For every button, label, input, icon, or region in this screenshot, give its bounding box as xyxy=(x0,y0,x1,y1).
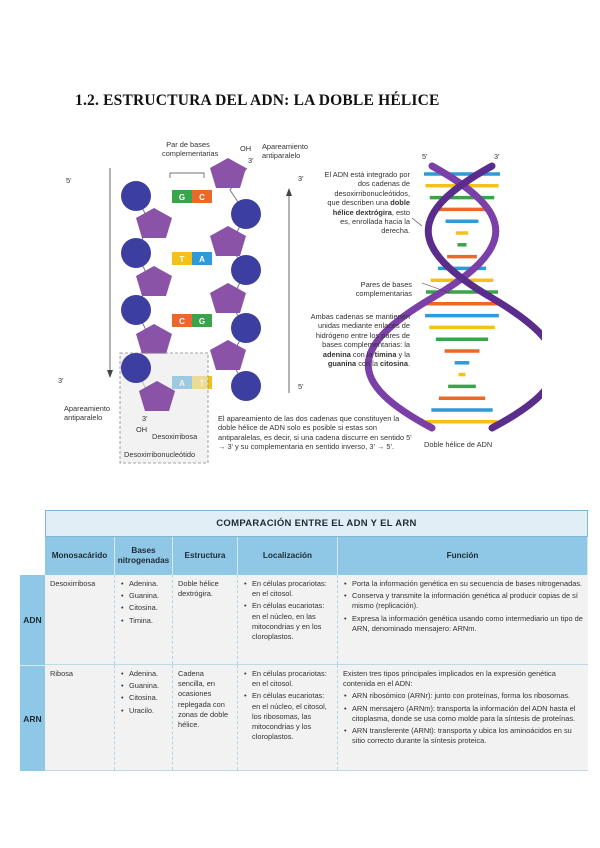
base-letter: G xyxy=(179,193,185,202)
label-pares-bases: Pares de bases complementarias xyxy=(355,280,412,299)
phosphate-left-3 xyxy=(121,295,151,325)
label-3-top: 3' xyxy=(248,156,254,165)
double-helix-illustration xyxy=(364,162,542,432)
cell-localizacion: En células procariotas: en el citosol. E… xyxy=(238,665,338,770)
sugar-right-2 xyxy=(210,226,246,256)
label-3-bottom: 3' xyxy=(142,414,148,423)
sugar-left-3 xyxy=(136,324,172,354)
label-helix-3: 3' xyxy=(494,152,500,161)
list-item: En células procariotas: en el citosol. xyxy=(243,579,332,599)
cell-funcion: Existen tres tipos principales implicado… xyxy=(338,665,588,770)
col-monosacarido: Monosacárido xyxy=(45,537,115,575)
list-item: Citosina. xyxy=(120,693,167,703)
cell-bases: Adenina. Guanina. Citosina. Uracilo. xyxy=(115,665,173,770)
dna-diagram: GCTACGAT xyxy=(107,158,542,464)
base-right xyxy=(192,252,212,265)
sugar-left-1 xyxy=(136,208,172,238)
label-5-right-bottom: 5' xyxy=(298,382,304,391)
base-letter: G xyxy=(199,317,205,326)
list-item: Porta la información genética en su secu… xyxy=(343,579,583,589)
list-item: Guanina. xyxy=(120,591,167,601)
sugar-right-1 xyxy=(210,158,246,188)
phosphate-left-2 xyxy=(121,238,151,268)
list-item: Adenina. xyxy=(120,579,167,589)
col-bases: Bases nitrogenadas xyxy=(115,537,173,575)
label-3-right: 3' xyxy=(298,174,304,183)
base-left xyxy=(172,190,192,203)
list-item: Expresa la información genética usando c… xyxy=(343,614,583,634)
col-estructura: Estructura xyxy=(173,537,238,575)
label-apareamiento-top: Apareamiento antiparalelo xyxy=(262,142,309,161)
phosphate-right-4 xyxy=(231,371,261,401)
row-label-adn: ADN xyxy=(20,575,45,665)
sugar-right-3 xyxy=(210,283,246,313)
comparison-table: COMPARACIÓN ENTRE EL ADN Y EL ARN Monosa… xyxy=(20,510,588,772)
label-desoxirribosa: Desoxirribosa xyxy=(152,432,198,441)
label-oh-top: OH xyxy=(240,144,252,153)
list-item: ARN transferente (ARNt): transporta y ub… xyxy=(343,726,583,746)
list-item: En células procariotas: en el citosol. xyxy=(243,669,332,689)
cell-localizacion: En células procariotas: en el citosol. E… xyxy=(238,575,338,664)
list-item: Adenina. xyxy=(120,669,167,679)
base-left xyxy=(172,314,192,327)
label-apareamiento-bottom: Apareamiento antiparalelo xyxy=(64,404,111,423)
label-par-bases: Par de bases complementarias xyxy=(162,140,219,159)
cell-estructura: Doble hélice dextrógira. xyxy=(173,575,238,664)
table-row: Ribosa Adenina. Guanina. Citosina. Uraci… xyxy=(45,665,588,771)
base-letter: C xyxy=(179,317,185,326)
base-right xyxy=(192,314,212,327)
list-item: Citosina. xyxy=(120,603,167,613)
phosphate-right-2 xyxy=(231,255,261,285)
page-title: 1.2. ESTRUCTURA DEL ADN: LA DOBLE HÉLICE xyxy=(75,92,440,109)
text-apareamiento-caption: El apareamiento de las dos cadenas que c… xyxy=(218,414,412,452)
base-left xyxy=(172,252,192,265)
phosphate-right-3 xyxy=(231,313,261,343)
cell-bases: Adenina. Guanina. Citosina. Timina. xyxy=(115,575,173,664)
list-item: ARN ribosómico (ARNr): junto con proteín… xyxy=(343,691,583,701)
dna-structure-figure: GCTACGAT Par de bases complementarias OH… xyxy=(58,138,542,470)
text-adn-integrado: El ADN está integrado por dos cadenas de… xyxy=(324,170,410,236)
col-funcion: Función xyxy=(338,537,588,575)
label-3-left-bottom: 3' xyxy=(58,376,64,385)
label-5-left: 5' xyxy=(66,176,72,185)
list-item: ARN mensajero (ARNm): transporta la info… xyxy=(343,704,583,724)
col-localizacion: Localización xyxy=(238,537,338,575)
cell-monosacarido: Desoxirribosa xyxy=(45,575,115,664)
phosphate-left-1 xyxy=(121,181,151,211)
list-item: Uracilo. xyxy=(120,706,167,716)
sugar-left-2 xyxy=(136,266,172,296)
label-oh-bottom: OH xyxy=(136,425,148,434)
base-letter: C xyxy=(199,193,205,202)
base-letter: T xyxy=(180,255,185,264)
table-title: COMPARACIÓN ENTRE EL ADN Y EL ARN xyxy=(45,510,588,537)
phosphate-right-1 xyxy=(231,199,261,229)
label-helix-5: 5' xyxy=(422,152,428,161)
text-ambas-cadenas: Ambas cadenas se mantienen unidas median… xyxy=(310,312,410,369)
list-item: Guanina. xyxy=(120,681,167,691)
funcion-intro: Existen tres tipos principales implicado… xyxy=(343,669,556,689)
cell-estructura: Cadena sencilla, en ocasiones replegada … xyxy=(173,665,238,770)
label-doble-helice: Doble hélice de ADN xyxy=(424,440,493,449)
list-item: En células eucariotas: en el núcleo, en … xyxy=(243,601,332,642)
cell-funcion: Porta la información genética en su secu… xyxy=(338,575,588,664)
label-desoxirribonucleotido: Desoxirribonucleótido xyxy=(124,450,196,459)
list-item: Conserva y transmite la información gené… xyxy=(343,591,583,611)
cell-monosacarido: Ribosa xyxy=(45,665,115,770)
list-item: Timina. xyxy=(120,616,167,626)
sugar-right-4 xyxy=(210,340,246,370)
base-letter: A xyxy=(199,255,205,264)
table-row: Desoxirribosa Adenina. Guanina. Citosina… xyxy=(45,575,588,665)
row-label-arn: ARN xyxy=(20,665,45,771)
table-header-row: Monosacárido Bases nitrogenadas Estructu… xyxy=(45,537,588,575)
base-right xyxy=(192,190,212,203)
list-item: En células eucariotas: en el núcleo, el … xyxy=(243,691,332,742)
